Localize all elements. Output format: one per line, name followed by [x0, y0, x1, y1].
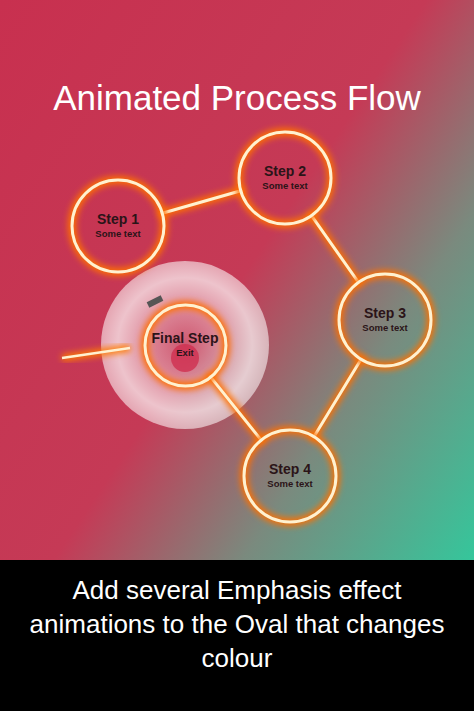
node-text: Step 2Some text: [235, 128, 335, 228]
node-text: Final StepExit: [141, 301, 230, 390]
caption: Add several Emphasis effect animations t…: [22, 574, 452, 675]
step-text: Some text: [262, 180, 307, 192]
process-circle: Step 4Some text: [240, 426, 340, 526]
flow-connector: [162, 191, 241, 214]
stub-line: [62, 348, 130, 358]
title: Animated Process Flow: [0, 78, 474, 118]
step-heading: Step 3: [364, 305, 406, 322]
marker: [148, 298, 162, 305]
process-circle: Final StepExit: [141, 301, 230, 390]
step-heading: Final Step: [152, 330, 219, 347]
step-text: Some text: [362, 322, 407, 334]
step-text: Some text: [95, 228, 140, 240]
process-circle: Step 3Some text: [335, 270, 435, 370]
process-circle: Step 2Some text: [235, 128, 335, 228]
node-text: Step 4Some text: [240, 426, 340, 526]
flow-connector: [314, 359, 361, 436]
flow-connector: [311, 216, 358, 283]
process-circle: Step 1Some text: [68, 176, 168, 276]
flow-connector: [210, 377, 261, 441]
node-text: Step 1Some text: [68, 176, 168, 276]
step-text: Some text: [267, 478, 312, 490]
step-heading: Step 4: [269, 461, 311, 478]
step-heading: Step 2: [264, 163, 306, 180]
node-text: Step 3Some text: [335, 270, 435, 370]
step-text: Exit: [176, 347, 193, 359]
step-heading: Step 1: [97, 211, 139, 228]
